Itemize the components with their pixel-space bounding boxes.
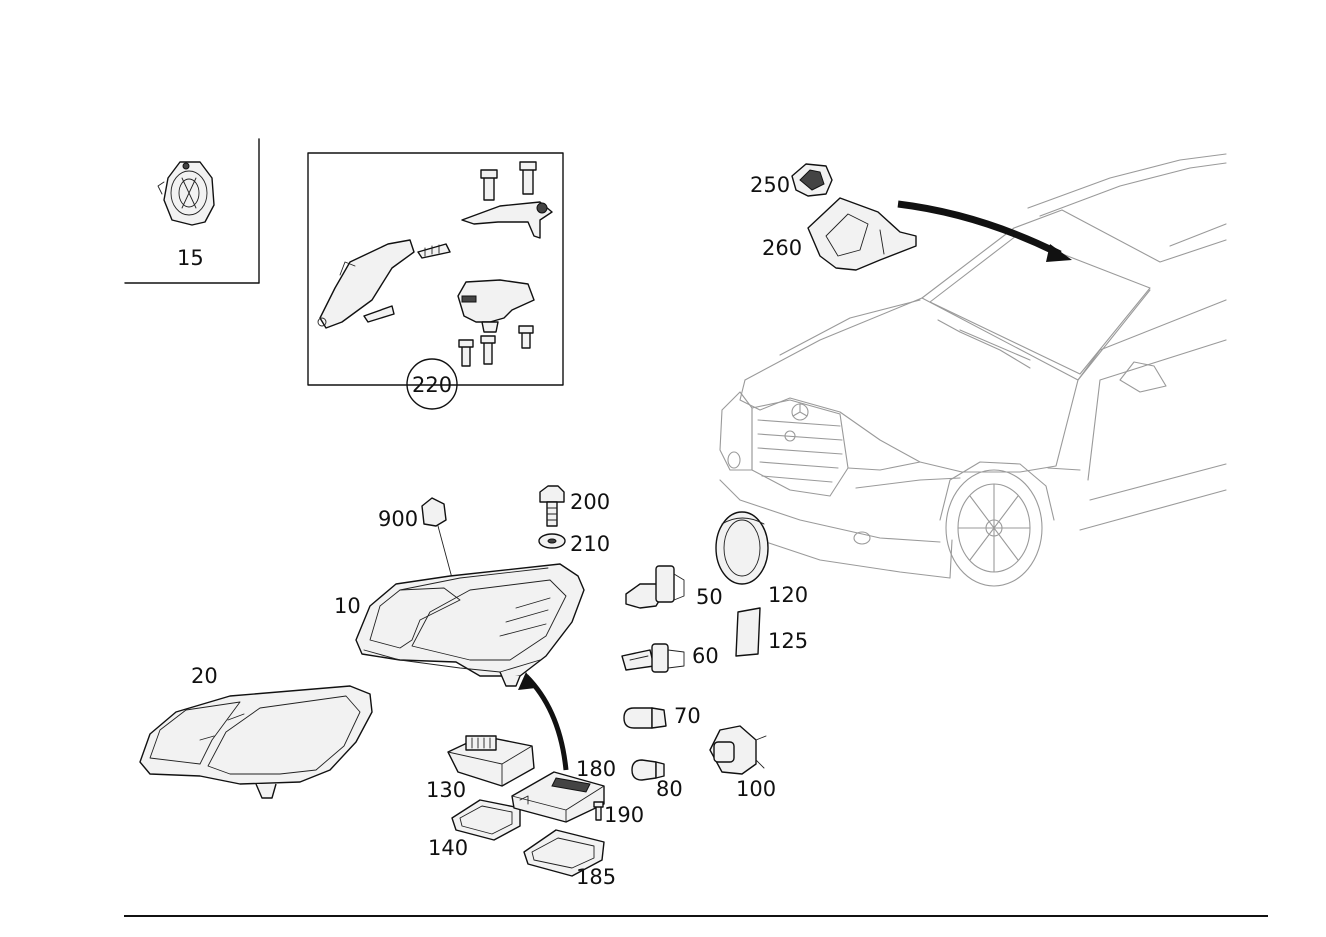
callout-120: 120 [768,583,808,607]
callout-15: 15 [177,246,204,270]
inset-frame-220 [307,152,564,386]
callout-185: 185 [576,865,616,889]
part-130-control-unit [447,735,535,787]
part-20-lens-cover [139,685,373,799]
part-210-washer [538,533,566,549]
part-70-bulb [623,707,667,729]
part-15-cap [157,161,215,226]
part-100-socket [709,725,767,775]
callout-210: 210 [570,532,610,556]
callout-200: 200 [570,490,610,514]
callout-100: 100 [736,777,776,801]
callout-190: 190 [604,803,644,827]
part-10-headlamp [355,563,585,687]
part-120-cap [715,511,769,585]
callout-20: 20 [191,664,218,688]
callout-70: 70 [674,704,701,728]
part-140-gasket [451,799,521,841]
arrow-head-windshield [1046,244,1072,262]
callout-140: 140 [428,836,468,860]
callout-60: 60 [692,644,719,668]
part-250-sensor [791,163,833,197]
part-200-screw [539,485,565,527]
callout-125: 125 [768,629,808,653]
callout-130: 130 [426,778,466,802]
part-180-ballast [511,771,605,823]
part-80-bulb [631,759,665,781]
callout-80: 80 [656,777,683,801]
part-220-bracket-kit [317,161,553,367]
part-260-cover [807,197,917,271]
arrow-to-windshield [897,200,1062,258]
callout-50: 50 [696,585,723,609]
part-900-label-tag [421,497,453,579]
car-outline [719,153,1227,587]
arrow-head-headlamp [518,672,536,690]
callout-900: 900 [378,507,418,531]
part-60-bulb [621,643,685,673]
callout-circle-220 [406,358,458,410]
callout-180: 180 [576,757,616,781]
callout-10: 10 [334,594,361,618]
inset-frame-15 [124,138,260,284]
part-125-sheet [735,607,761,657]
callout-250: 250 [750,173,790,197]
part-50-bulb [625,565,685,609]
callout-220: 220 [412,373,452,397]
part-190-screw [593,801,604,821]
callout-260: 260 [762,236,802,260]
part-185-gasket [523,829,605,877]
